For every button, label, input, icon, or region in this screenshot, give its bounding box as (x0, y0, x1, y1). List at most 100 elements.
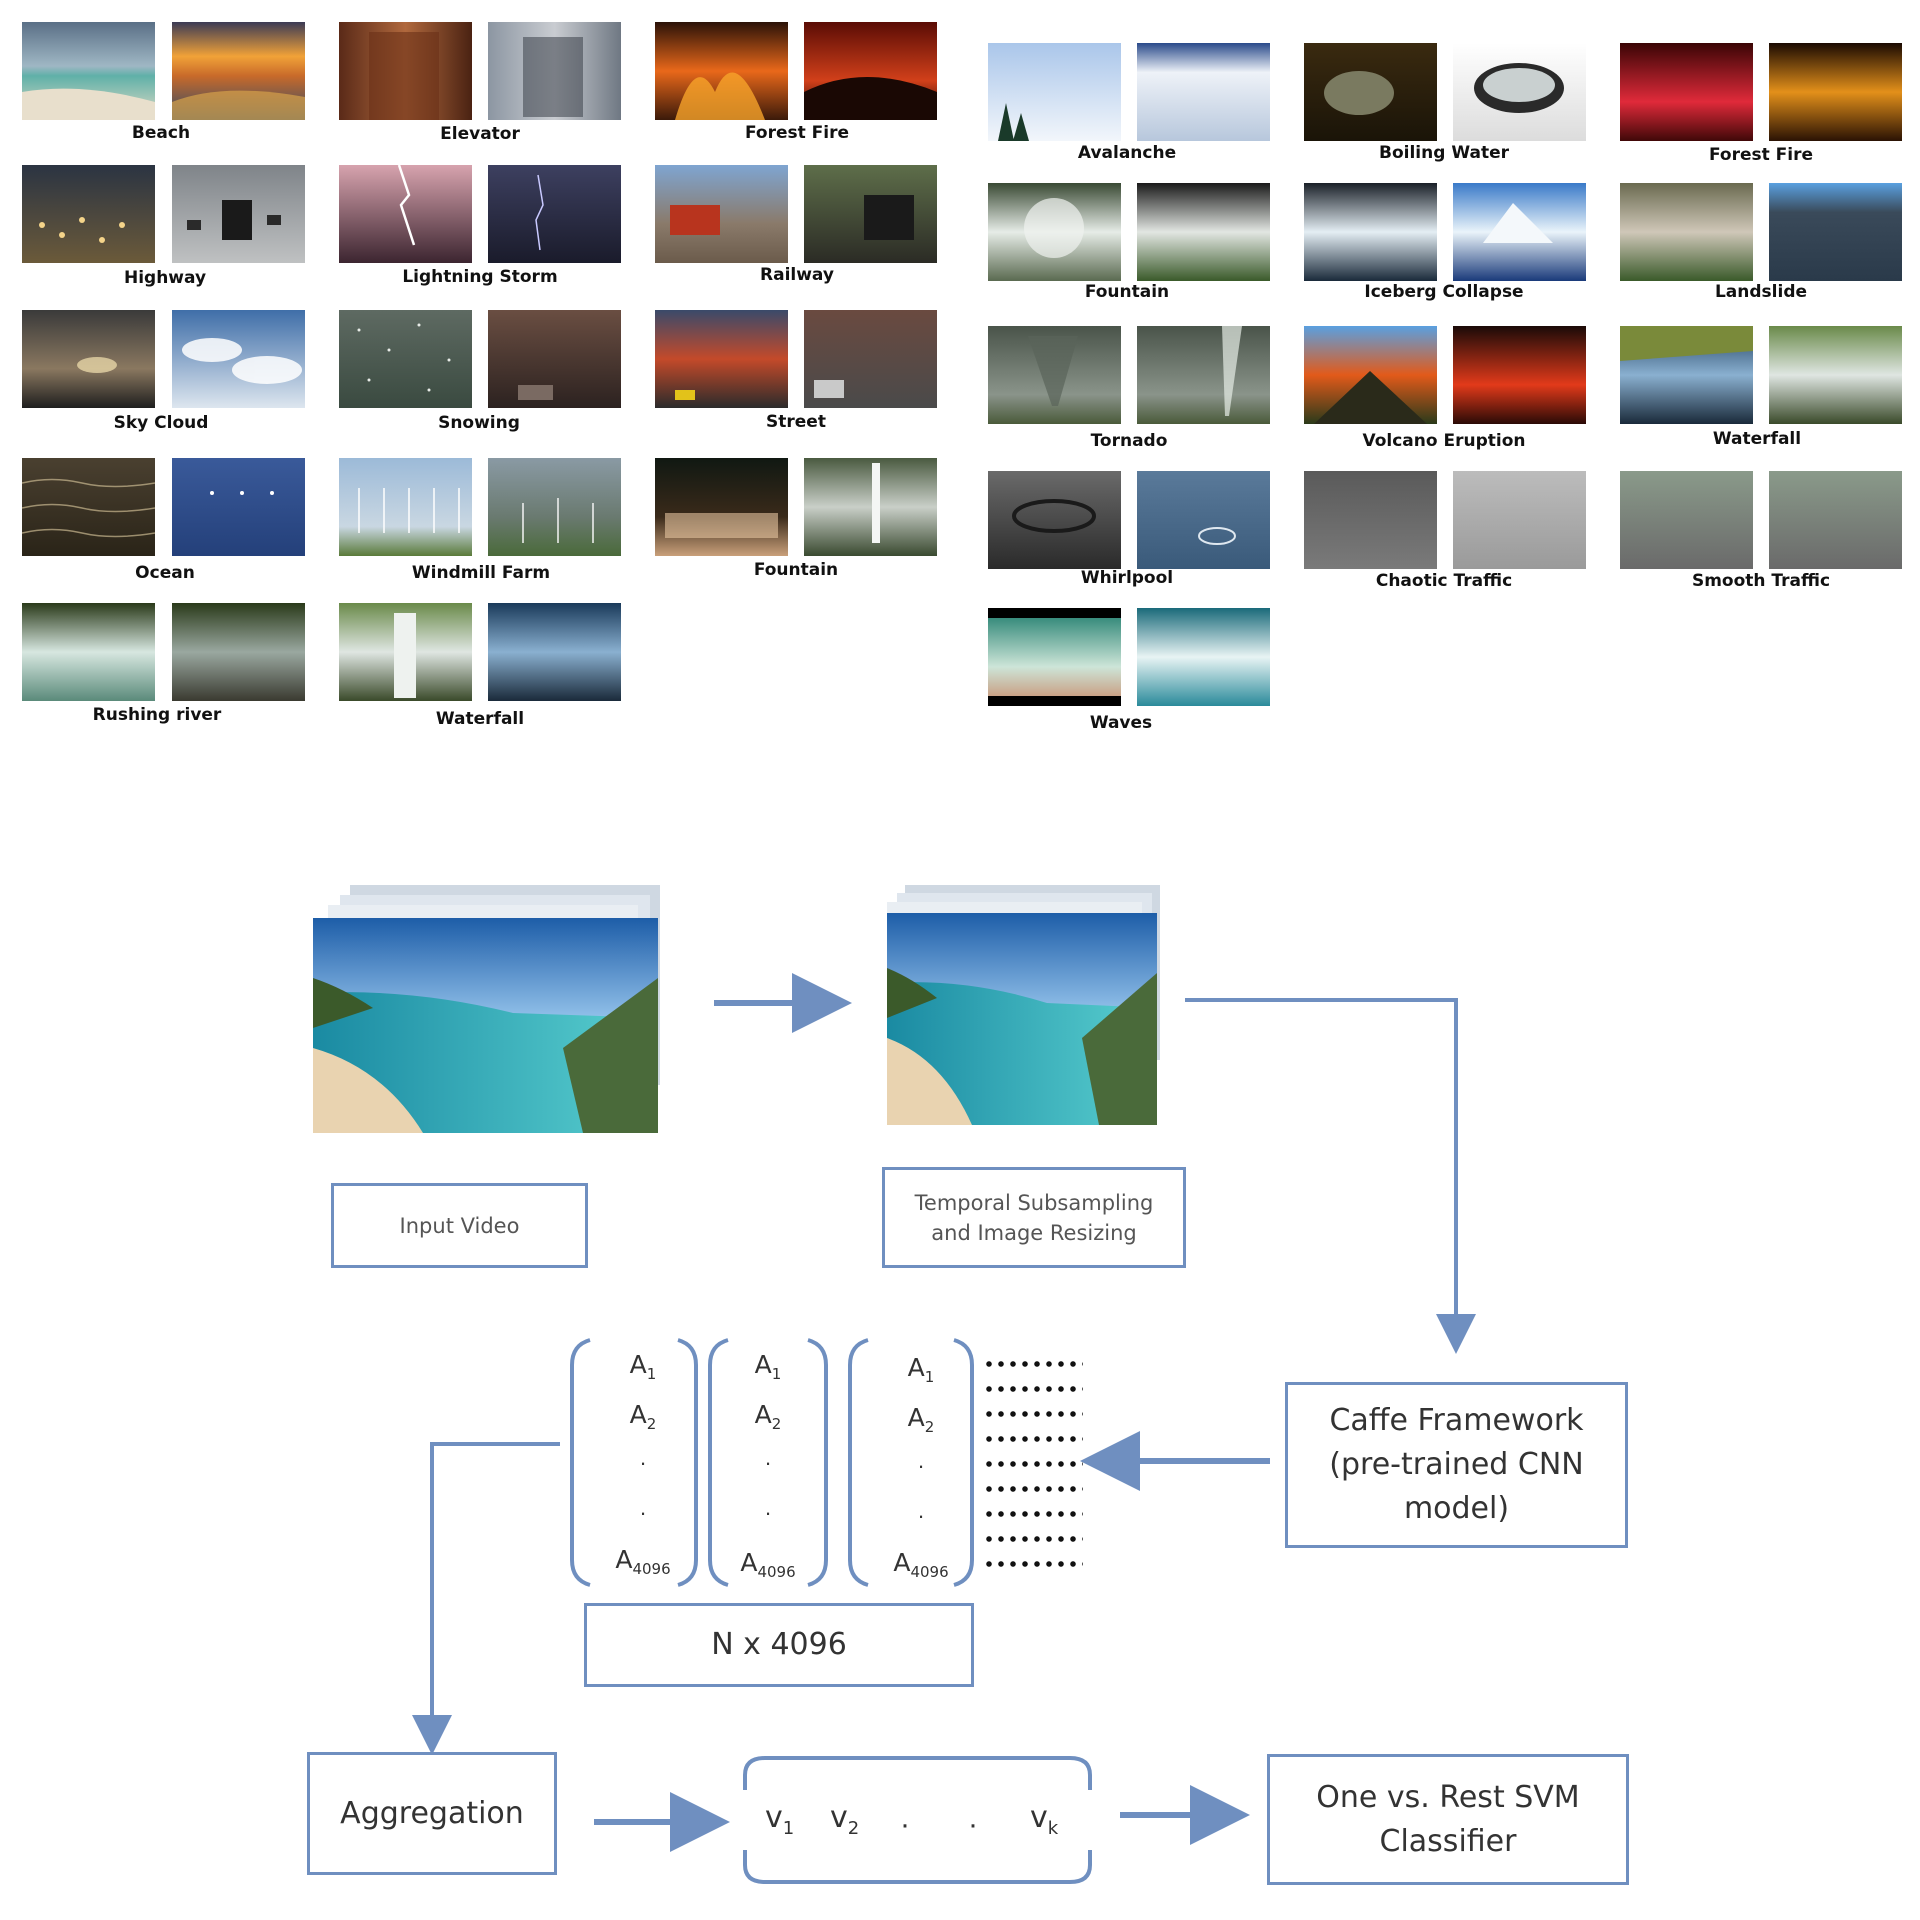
thumb-avalanche-2 (1137, 43, 1270, 141)
thumb-skycloud-2 (172, 310, 305, 408)
feature-col1-a1: A1 (629, 1350, 657, 1383)
category-label-forest-fire-right: Forest Fire (1708, 145, 1814, 165)
feature-dots-row-4 (983, 1436, 1083, 1442)
feature-dots-row-7 (983, 1511, 1083, 1517)
category-label-windmill-farm: Windmill Farm (411, 563, 551, 583)
thumb-smooth-1 (1620, 471, 1753, 569)
thumb-railway-1 (655, 165, 788, 263)
feature-vector-brackets (570, 1338, 974, 1587)
input-video-frames (313, 885, 660, 1133)
matrix-size-box: N x 4096 (584, 1603, 974, 1687)
thumb-snowing-1 (339, 310, 472, 408)
thumb-lightning-1 (339, 165, 472, 263)
category-label-elevator: Elevator (440, 124, 520, 144)
feature-col3-a2: A2 (907, 1403, 935, 1436)
thumb-railway-2 (804, 165, 937, 263)
thumb-lightning-2 (488, 165, 621, 263)
thumb-boiling-2 (1453, 43, 1586, 141)
thumb-chaotic-2 (1453, 471, 1586, 569)
arrow-features-to-aggregation (412, 1442, 560, 1755)
category-label-ocean: Ocean (135, 563, 195, 583)
result-dot: · (900, 1808, 910, 1841)
category-label-whirlpool: Whirlpool (1080, 568, 1174, 588)
thumb-beach-2 (172, 22, 305, 120)
category-label-boiling-water: Boiling Water (1379, 143, 1509, 163)
aggregation-box: Aggregation (307, 1752, 557, 1875)
thumb-street-1 (655, 310, 788, 408)
thumb-fountain-2 (804, 458, 937, 556)
feature-col3-a1: A1 (907, 1353, 935, 1386)
category-label-volcano-eruption: Volcano Eruption (1362, 431, 1526, 451)
category-label-chaotic-traffic: Chaotic Traffic (1375, 571, 1513, 591)
category-label-landslide: Landslide (1714, 282, 1808, 302)
thumb-avalanche-1 (988, 43, 1121, 141)
thumb-elevator-1 (339, 22, 472, 120)
category-label-sky-cloud: Sky Cloud (113, 413, 209, 433)
thumb-iceberg-2 (1453, 183, 1586, 281)
thumb-highway-1 (22, 165, 155, 263)
arrow-subsample-to-caffe (1185, 998, 1476, 1354)
caffe-framework-box: Caffe Framework (pre-trained CNN model) (1285, 1382, 1628, 1548)
feature-col1-a2: A2 (629, 1400, 657, 1433)
category-label-waterfall: Waterfall (435, 709, 525, 729)
thumb-snowing-2 (488, 310, 621, 408)
result-vector-brackets (743, 1756, 1092, 1884)
feature-col2-a2: A2 (754, 1400, 782, 1433)
category-label-fountain-right: Fountain (1084, 282, 1170, 302)
category-label-avalanche: Avalanche (1077, 143, 1177, 163)
feature-col3-a4096: A4096 (893, 1548, 949, 1581)
thumb-volcano-1 (1304, 326, 1437, 424)
category-label-fountain: Fountain (753, 560, 839, 580)
thumb-waves-2 (1137, 608, 1270, 706)
thumb-tornado-2 (1137, 326, 1270, 424)
thumb-whirlpool-1 (988, 471, 1121, 569)
thumb-waves-1 (988, 608, 1121, 706)
thumb-ocean-2 (172, 458, 305, 556)
feature-dots-row-5 (983, 1461, 1083, 1467)
feature-dots-row-2 (983, 1386, 1083, 1392)
thumb-landslide-2 (1769, 183, 1902, 281)
thumb-river-1 (22, 603, 155, 701)
result-v1: v1 (765, 1800, 795, 1839)
thumb-skycloud-1 (22, 310, 155, 408)
thumb-volcano-2 (1453, 326, 1586, 424)
category-label-waterfall-right: Waterfall (1712, 429, 1802, 449)
thumb-forestfire-2 (804, 22, 937, 120)
result-vk: vk (1030, 1800, 1059, 1839)
thumb-waterfall-1 (339, 603, 472, 701)
feature-col2-dot: · (764, 1450, 772, 1475)
thumb-windmill-1 (339, 458, 472, 556)
thumb-chaotic-1 (1304, 471, 1437, 569)
thumb-fountain-1 (655, 458, 788, 556)
result-v2: v2 (830, 1800, 860, 1839)
feature-dots-row-9 (983, 1561, 1083, 1567)
category-label-smooth-traffic: Smooth Traffic (1691, 571, 1831, 591)
category-label-rushing-river: Rushing river (92, 705, 222, 725)
thumb-smooth-2 (1769, 471, 1902, 569)
category-label-railway: Railway (760, 265, 834, 285)
category-label-beach: Beach (131, 123, 191, 143)
category-label-snowing: Snowing (438, 413, 520, 433)
input-video-box: Input Video (331, 1183, 588, 1268)
thumb-landslide-1 (1620, 183, 1753, 281)
thumb-waterfall-2 (488, 603, 621, 701)
subsampled-frames (887, 885, 1160, 1125)
svm-classifier-box: One vs. Rest SVM Classifier (1267, 1754, 1629, 1885)
category-label-highway: Highway (123, 268, 207, 288)
subsampling-box: Temporal Subsampling and Image Resizing (882, 1167, 1186, 1268)
feature-dots-row-3 (983, 1411, 1083, 1417)
feature-dots-row-1 (983, 1361, 1083, 1367)
thumb-windmill-2 (488, 458, 621, 556)
thumb-forestfire-r-2 (1769, 43, 1902, 141)
thumb-iceberg-1 (1304, 183, 1437, 281)
feature-col2-a1: A1 (754, 1350, 782, 1383)
category-label-lightning-storm: Lightning Storm (402, 267, 558, 287)
thumb-forestfire-r-1 (1620, 43, 1753, 141)
feature-col2-dot: · (764, 1500, 772, 1525)
feature-col1-dot: · (639, 1500, 647, 1525)
category-label-waves: Waves (1089, 713, 1153, 733)
thumb-beach-1 (22, 22, 155, 120)
thumb-ocean-1 (22, 458, 155, 556)
category-label-street: Street (766, 412, 826, 432)
